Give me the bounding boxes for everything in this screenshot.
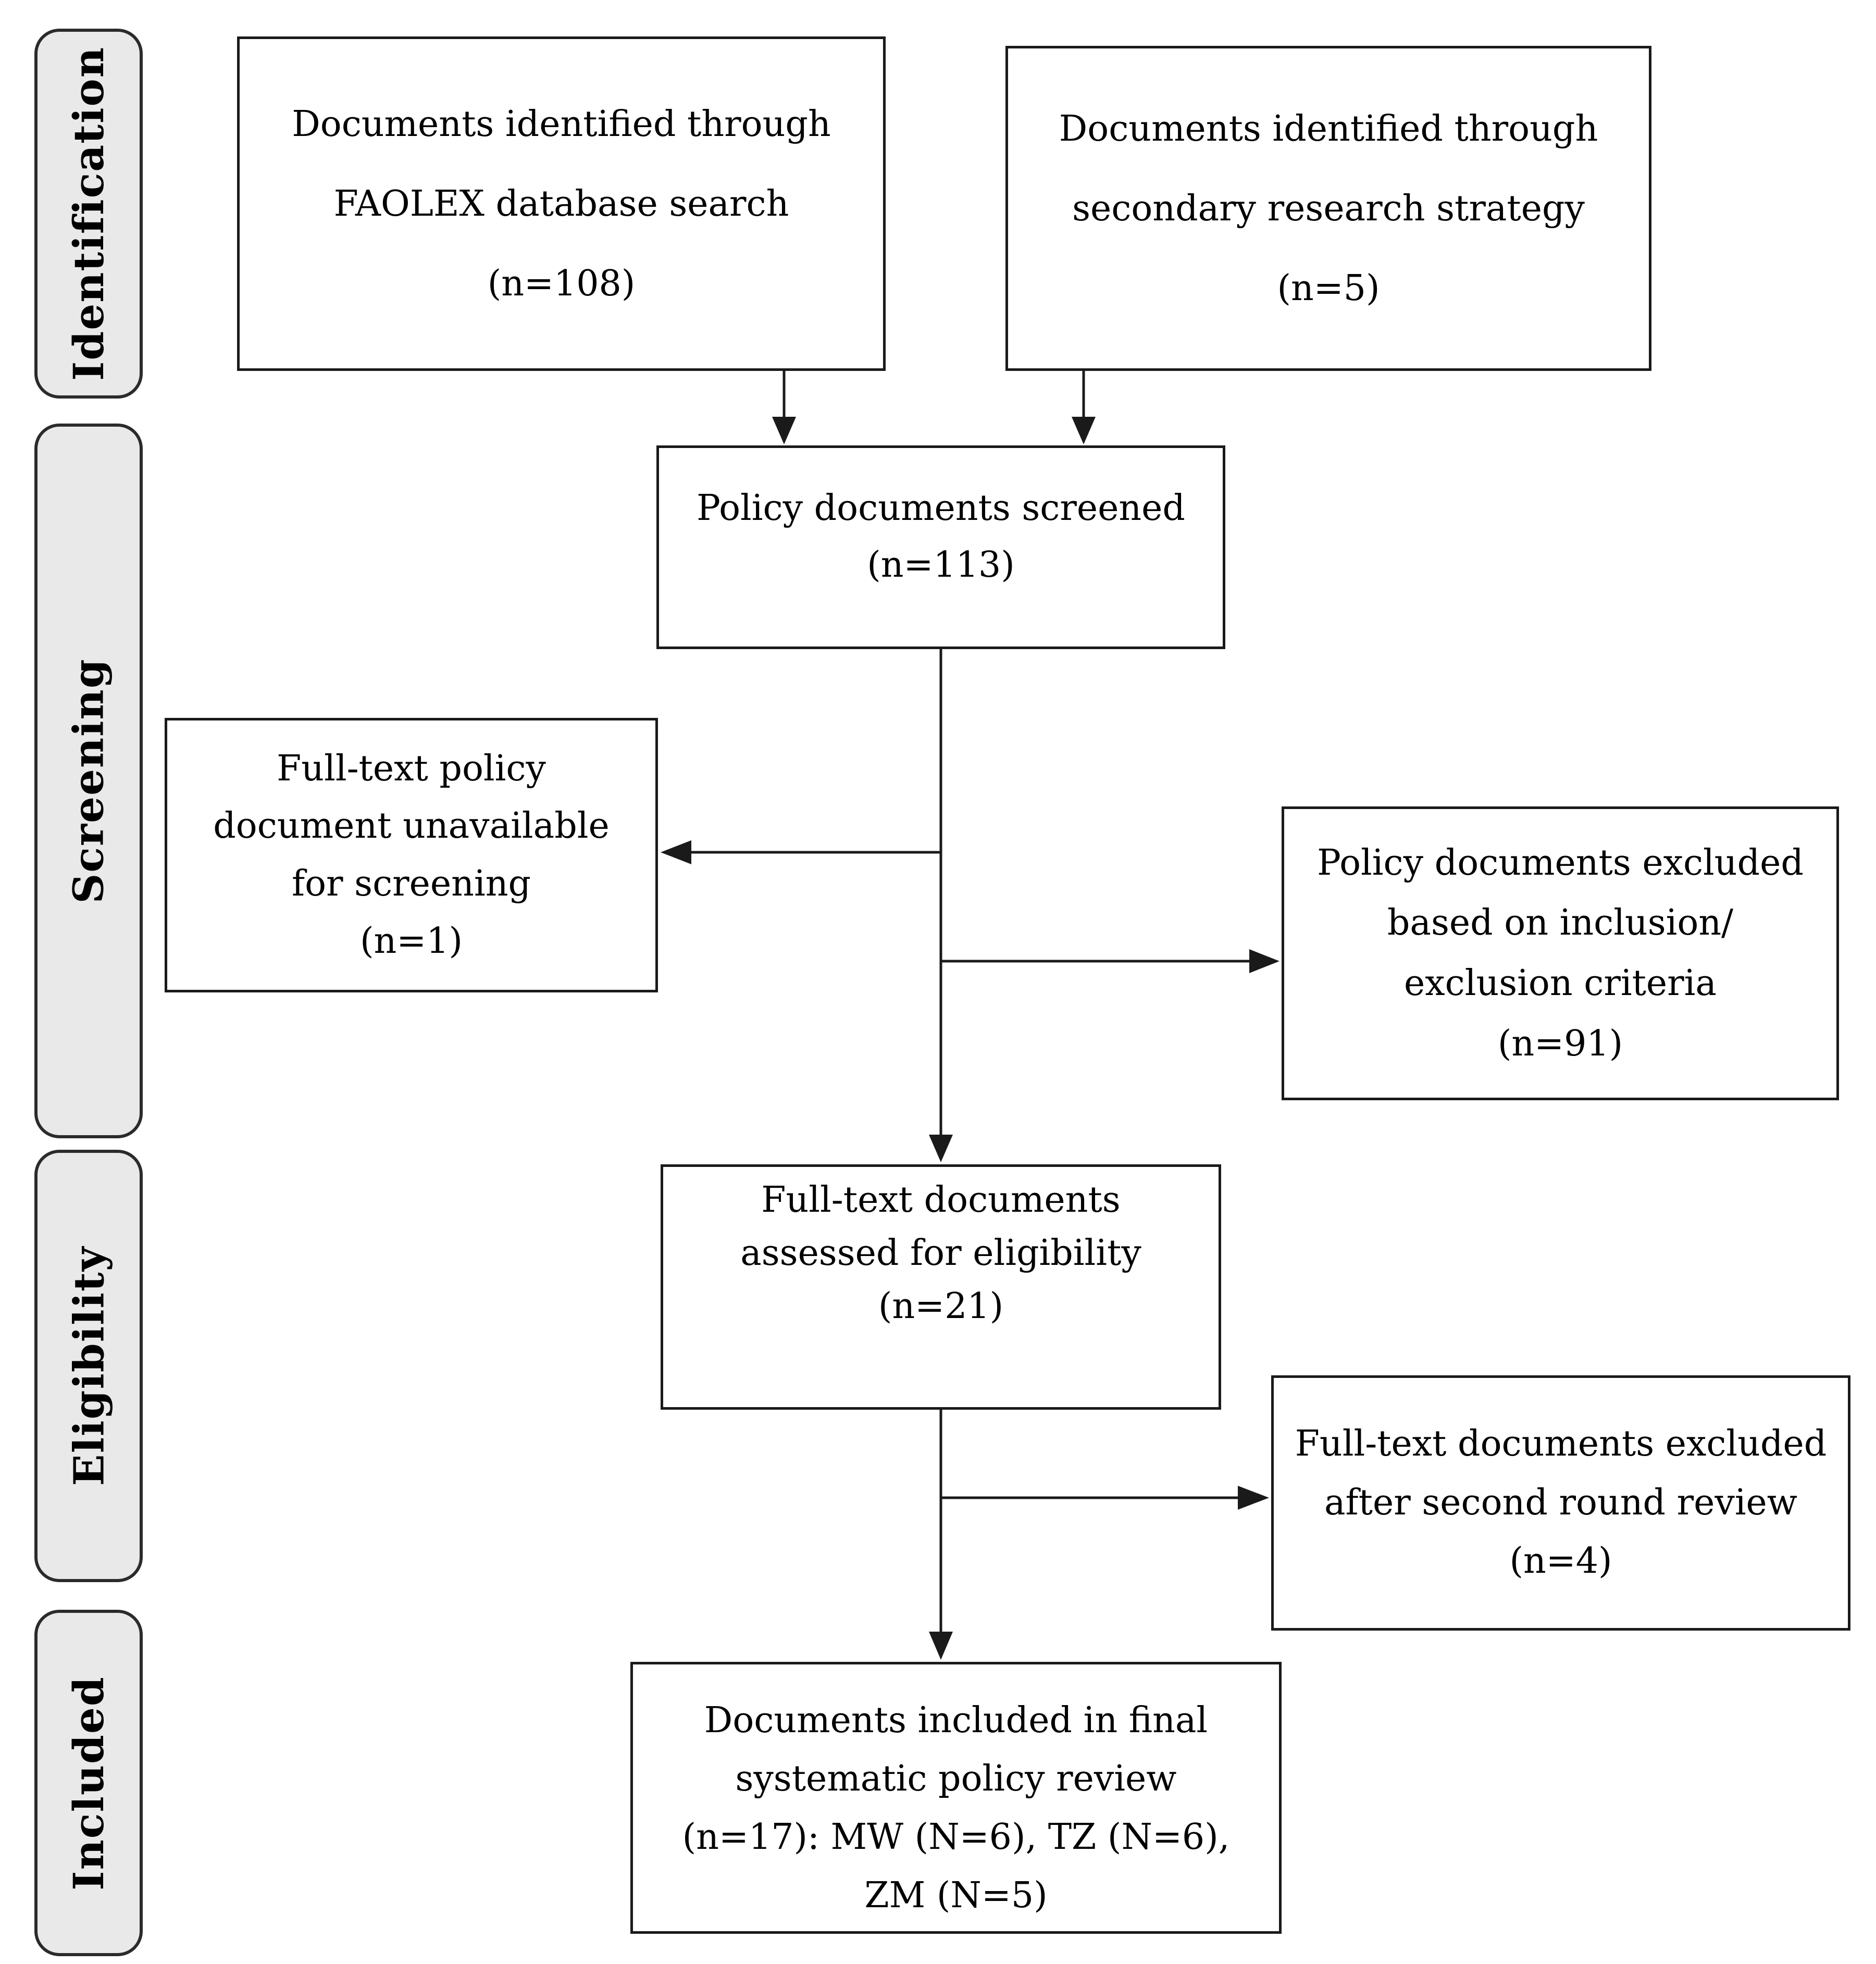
box-count: (n=113) — [867, 544, 1015, 586]
box-text-line: Documents included in final — [704, 1699, 1208, 1741]
box-count: (n=5) — [1277, 267, 1380, 309]
box-fulltext-excluded-second-round: Full-text documents excluded after secon… — [1271, 1375, 1850, 1631]
box-documents-included-final: Documents included in final systematic p… — [630, 1662, 1282, 1934]
box-text-line: Documents identified through — [292, 103, 831, 145]
box-count: (n=21) — [878, 1285, 1004, 1327]
box-documents-identified-secondary: Documents identified through secondary r… — [1005, 46, 1651, 371]
box-count: (n=17): MW (N=6), TZ (N=6), — [682, 1817, 1230, 1858]
box-text-line: exclusion criteria — [1404, 963, 1717, 1004]
box-count: (n=108) — [487, 263, 636, 304]
box-count: (n=4) — [1509, 1540, 1612, 1582]
arrow-secondary-to-screened — [1072, 371, 1096, 444]
box-count: ZM (N=5) — [864, 1875, 1048, 1917]
box-documents-identified-faolex: Documents identified through FAOLEX data… — [237, 36, 886, 371]
arrow-screened-to-assessed — [929, 649, 953, 1162]
box-text-line: Full-text documents — [761, 1179, 1121, 1221]
box-policy-documents-screened: Policy documents screened (n=113) — [656, 445, 1225, 649]
box-text-line: Policy documents excluded — [1317, 842, 1804, 884]
box-fulltext-unavailable: Full-text policy document unavailable fo… — [165, 718, 658, 992]
arrow-branch-to-excluded-eligibility — [941, 1486, 1269, 1510]
box-text-line: based on inclusion/ — [1387, 902, 1734, 944]
stage-identification: Identification — [34, 29, 143, 399]
box-policy-documents-excluded: Policy documents excluded based on inclu… — [1282, 806, 1839, 1100]
box-text-line: FAOLEX database search — [333, 183, 789, 225]
arrow-branch-to-excluded-screening — [941, 949, 1279, 973]
stage-screening: Screening — [34, 424, 143, 1138]
box-count: (n=91) — [1497, 1023, 1623, 1064]
box-text-line: assessed for eligibility — [740, 1232, 1141, 1274]
box-count: (n=1) — [359, 920, 463, 962]
stage-label: Eligibility — [64, 1246, 114, 1486]
box-text-line: Full-text documents excluded — [1295, 1423, 1827, 1464]
box-text-line: secondary research strategy — [1072, 188, 1585, 229]
box-fulltext-assessed: Full-text documents assessed for eligibi… — [661, 1164, 1221, 1410]
box-text-line: document unavailable — [213, 805, 610, 847]
box-text-line: after second round review — [1324, 1482, 1798, 1523]
stage-label: Included — [64, 1675, 113, 1891]
stage-included: Included — [34, 1610, 143, 1956]
stage-eligibility: Eligibility — [34, 1150, 143, 1582]
box-text-line: Documents identified through — [1059, 108, 1598, 150]
arrow-assessed-to-included — [929, 1410, 953, 1660]
box-text-line: systematic policy review — [735, 1758, 1177, 1799]
stage-label: Identification — [64, 46, 114, 381]
box-text-line: Full-text policy — [277, 748, 546, 790]
arrow-branch-to-unavailable — [661, 840, 941, 864]
box-text-line: Policy documents screened — [697, 487, 1185, 529]
stage-label: Screening — [64, 658, 113, 904]
box-text-line: for screening — [291, 863, 531, 904]
arrow-faolex-to-screened — [772, 371, 796, 444]
